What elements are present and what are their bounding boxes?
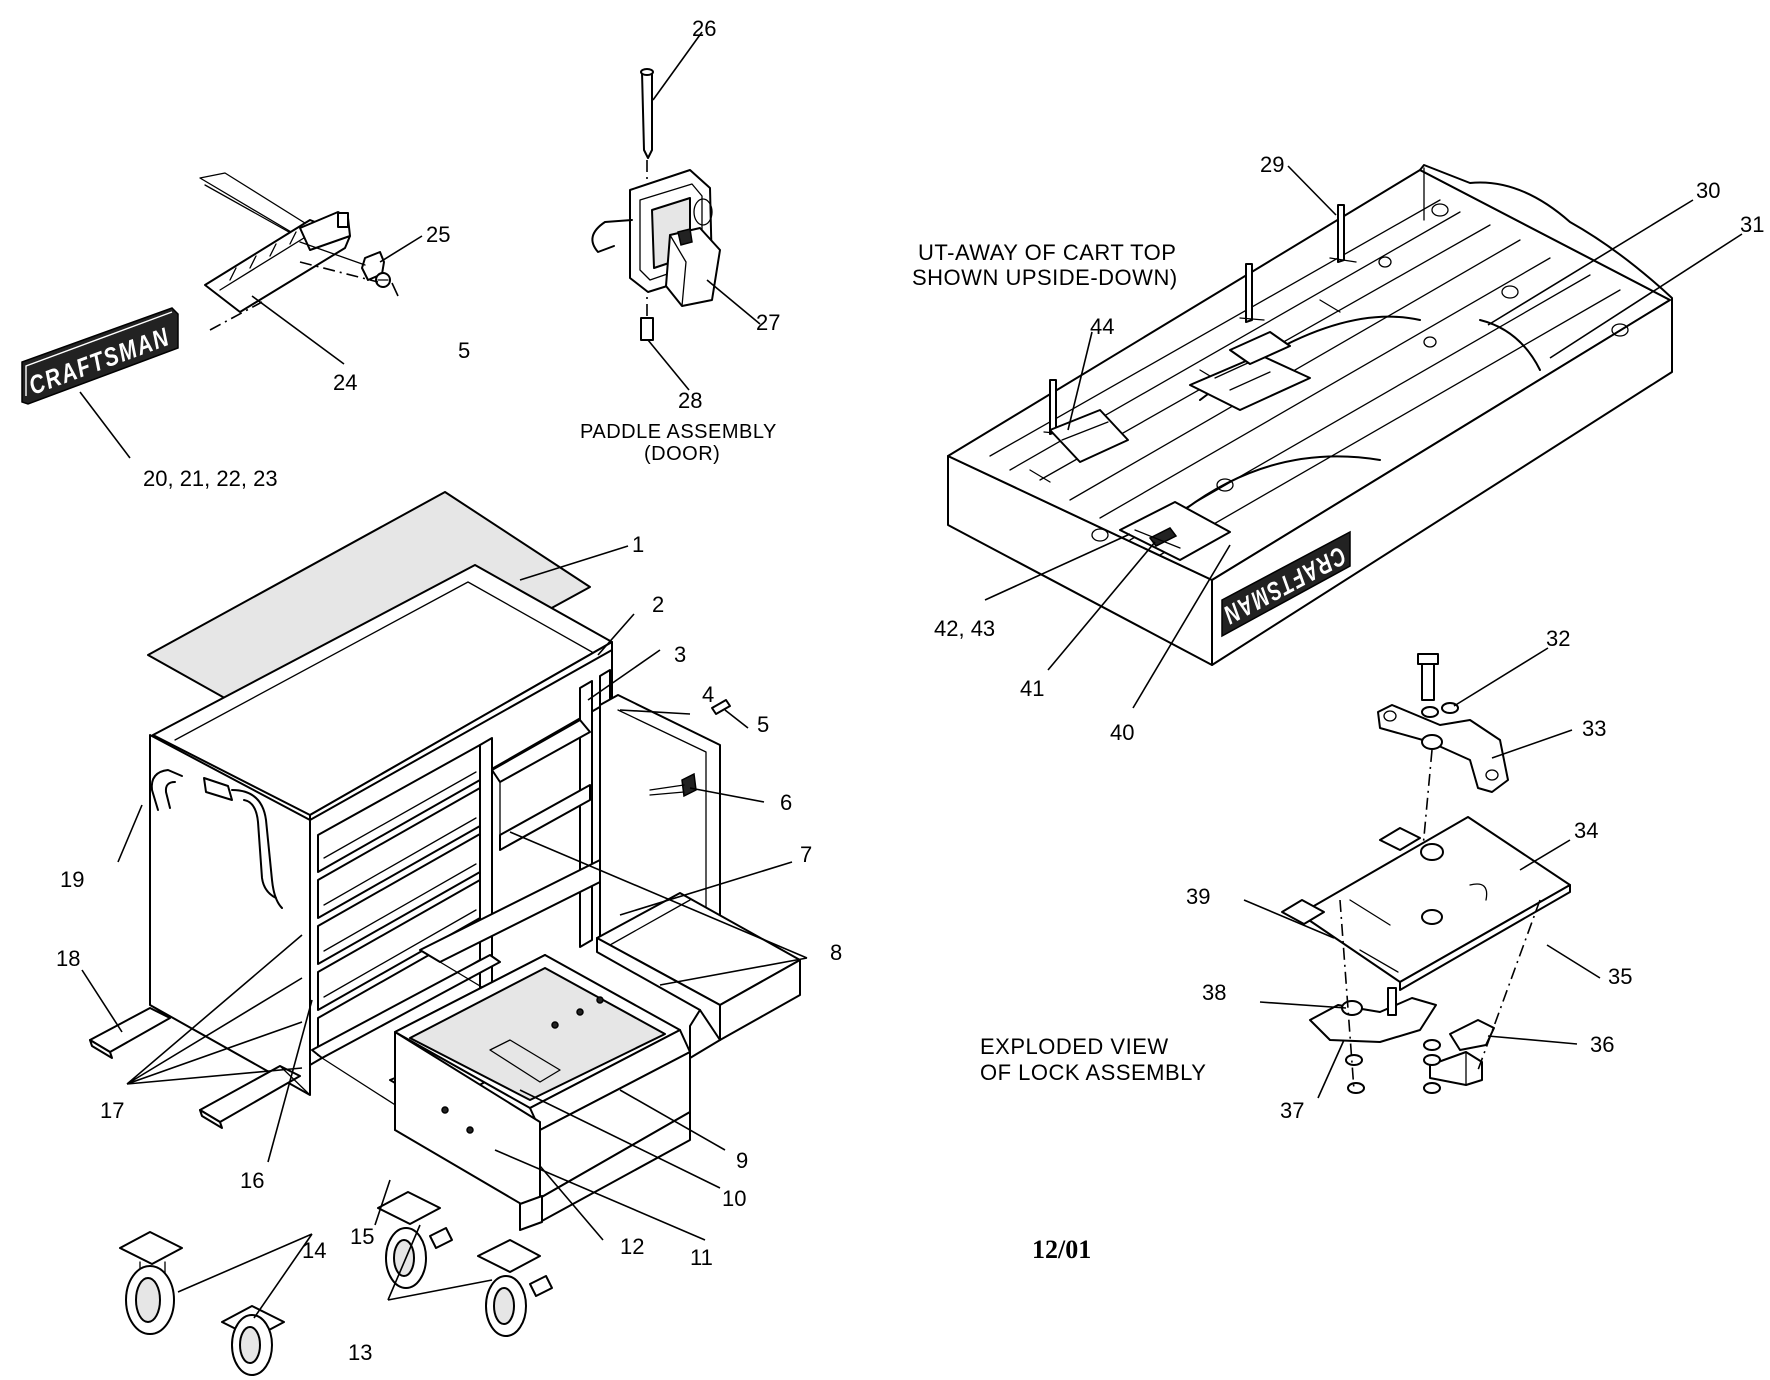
callout-12: 12 bbox=[620, 1234, 644, 1259]
leader-lines bbox=[79, 31, 1743, 1319]
callout-5-nameplate: 5 bbox=[458, 338, 470, 363]
callout-1: 1 bbox=[632, 532, 644, 557]
callout-39: 39 bbox=[1186, 884, 1210, 909]
callout-15: 15 bbox=[350, 1224, 374, 1249]
callout-32: 32 bbox=[1546, 626, 1570, 651]
paddle-caption-line1: PADDLE ASSEMBLY bbox=[580, 421, 777, 443]
callout-31: 31 bbox=[1740, 212, 1764, 237]
callout-6: 6 bbox=[780, 790, 792, 815]
right-open-drawer bbox=[596, 892, 801, 1059]
callout-9: 9 bbox=[736, 1148, 748, 1173]
callout-26: 26 bbox=[692, 16, 716, 41]
callout-30: 30 bbox=[1696, 178, 1720, 203]
callout-25: 25 bbox=[426, 222, 450, 247]
callout-37: 37 bbox=[1280, 1098, 1304, 1123]
callout-41: 41 bbox=[1020, 676, 1044, 701]
callout-4: 4 bbox=[702, 682, 714, 707]
caster-swivel-1 bbox=[377, 1191, 453, 1289]
callout-20-23: 20, 21, 22, 23 bbox=[143, 466, 278, 491]
callout-24: 24 bbox=[333, 370, 357, 395]
craftsman-nameplate: CRAFTSMAN bbox=[21, 307, 179, 405]
callout-14: 14 bbox=[302, 1238, 326, 1263]
callout-13: 13 bbox=[348, 1340, 372, 1365]
callout-33: 33 bbox=[1582, 716, 1606, 741]
callout-11: 11 bbox=[690, 1245, 713, 1270]
callout-16: 16 bbox=[240, 1168, 264, 1193]
callout-5-door: 5 bbox=[757, 712, 769, 737]
caster-fixed-1 bbox=[119, 1231, 183, 1335]
date-code: 12/01 bbox=[1032, 1235, 1091, 1264]
callout-3: 3 bbox=[674, 642, 686, 667]
callout-28: 28 bbox=[678, 388, 702, 413]
callout-42-43: 42, 43 bbox=[934, 616, 995, 641]
center-open-drawer bbox=[394, 954, 691, 1231]
callout-17: 17 bbox=[100, 1098, 124, 1123]
callout-numbers: 26 25 5 24 20, 21, 22, 23 27 28 1 2 3 4 … bbox=[56, 16, 1764, 1365]
cutaway-caption-line2: SHOWN UPSIDE-DOWN) bbox=[912, 265, 1178, 290]
callout-36: 36 bbox=[1590, 1032, 1614, 1057]
callout-40: 40 bbox=[1110, 720, 1134, 745]
callout-18: 18 bbox=[56, 946, 80, 971]
side-handle bbox=[150, 769, 183, 811]
callout-19: 19 bbox=[60, 867, 84, 892]
tool-cart-body bbox=[89, 491, 801, 1376]
caster-swivel-2 bbox=[477, 1239, 553, 1337]
callout-10: 10 bbox=[722, 1186, 746, 1211]
callout-2: 2 bbox=[652, 592, 664, 617]
callout-34: 34 bbox=[1574, 818, 1598, 843]
lock-assembly-exploded bbox=[1281, 653, 1571, 1094]
callout-29: 29 bbox=[1260, 152, 1284, 177]
paddle-assembly bbox=[591, 68, 721, 341]
callout-44: 44 bbox=[1090, 314, 1114, 339]
lock-caption-line2: OF LOCK ASSEMBLY bbox=[980, 1060, 1206, 1085]
captions: PADDLE ASSEMBLY (DOOR) UT-AWAY OF CART T… bbox=[580, 240, 1206, 1264]
caster-fixed-2 bbox=[221, 1305, 285, 1376]
lock-caption-line1: EXPLODED VIEW bbox=[980, 1034, 1169, 1059]
callout-8: 8 bbox=[830, 940, 842, 965]
callout-7: 7 bbox=[800, 842, 812, 867]
callout-27: 27 bbox=[756, 310, 780, 335]
paddle-caption-line2: (DOOR) bbox=[644, 443, 720, 465]
callout-38: 38 bbox=[1202, 980, 1226, 1005]
callout-35: 35 bbox=[1608, 964, 1632, 989]
cutaway-caption-line1: UT-AWAY OF CART TOP bbox=[918, 240, 1176, 265]
